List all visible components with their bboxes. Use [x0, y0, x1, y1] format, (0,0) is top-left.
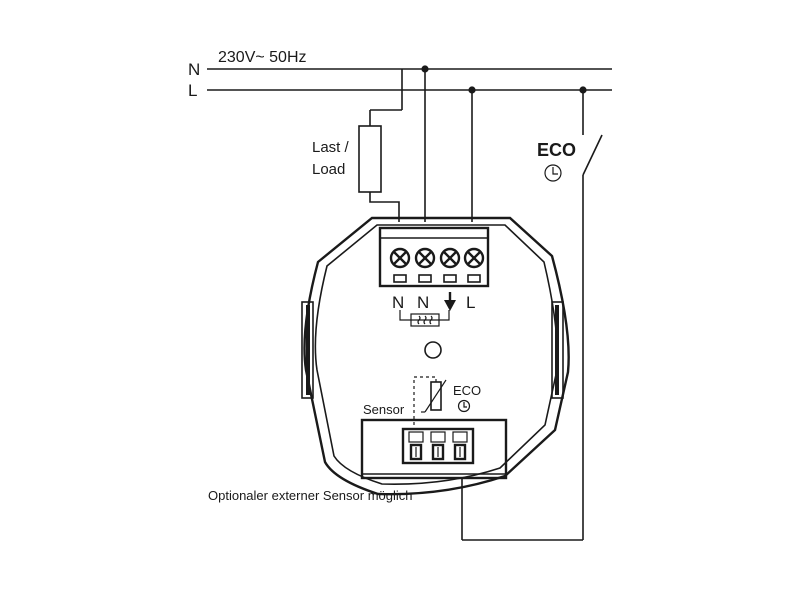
- right-clip-inner: [555, 305, 559, 395]
- thermostat-housing: [301, 216, 570, 496]
- supply-lines: 230V~ 50Hz N L: [188, 49, 612, 100]
- terminal-block-body: [378, 226, 490, 288]
- sensor-thermistor: [430, 381, 442, 411]
- sensor-terminal-2: [430, 431, 446, 461]
- status-led: [424, 341, 442, 359]
- sensor-dashed-wire: [413, 376, 437, 425]
- screw-terminal-4: [463, 247, 485, 283]
- eco-switch-blade: [582, 134, 603, 176]
- left-clip-inner: [306, 305, 310, 395]
- sensor-clock-icon: [457, 399, 471, 413]
- terminal-label-n2: N: [417, 293, 429, 312]
- sensor-terminal-1: [408, 431, 424, 461]
- screw-terminal-1: [389, 247, 411, 283]
- output-arrow-icon: [444, 292, 456, 311]
- eco-switch: ECO: [461, 90, 603, 541]
- sensor-terminal-3: [452, 431, 468, 461]
- sensor-terminal-box: [360, 418, 508, 480]
- load-label-line1: Last /: [312, 139, 350, 156]
- live-line-label: L: [188, 81, 197, 100]
- screw-terminal-3: [439, 247, 461, 283]
- terminal-label-l: L: [466, 293, 475, 312]
- load-resistor: [358, 125, 382, 193]
- neutral-line-label: N: [188, 60, 200, 79]
- load-label-line2: Load: [312, 161, 345, 178]
- sensor-eco-label: ECO: [453, 383, 481, 398]
- eco-switch-label: ECO: [537, 140, 576, 160]
- terminal-label-n1: N: [392, 293, 404, 312]
- caption: Optionaler externer Sensor möglich: [208, 488, 413, 503]
- supply-label: 230V~ 50Hz: [218, 49, 307, 66]
- terminal-block: [378, 226, 490, 288]
- load: Last / Load: [312, 69, 403, 222]
- sensor-terminal-block: [401, 427, 475, 465]
- right-clip: [551, 301, 564, 399]
- left-clip: [301, 301, 314, 399]
- sensor-label: Sensor: [363, 402, 405, 417]
- clock-icon: [544, 164, 562, 182]
- screw-terminal-2: [414, 247, 436, 283]
- sensor-section: ECO Sensor: [360, 376, 508, 480]
- load-wire-bottom: [369, 192, 400, 222]
- heating-element-symbol: [399, 310, 450, 327]
- housing-outer: [303, 216, 570, 496]
